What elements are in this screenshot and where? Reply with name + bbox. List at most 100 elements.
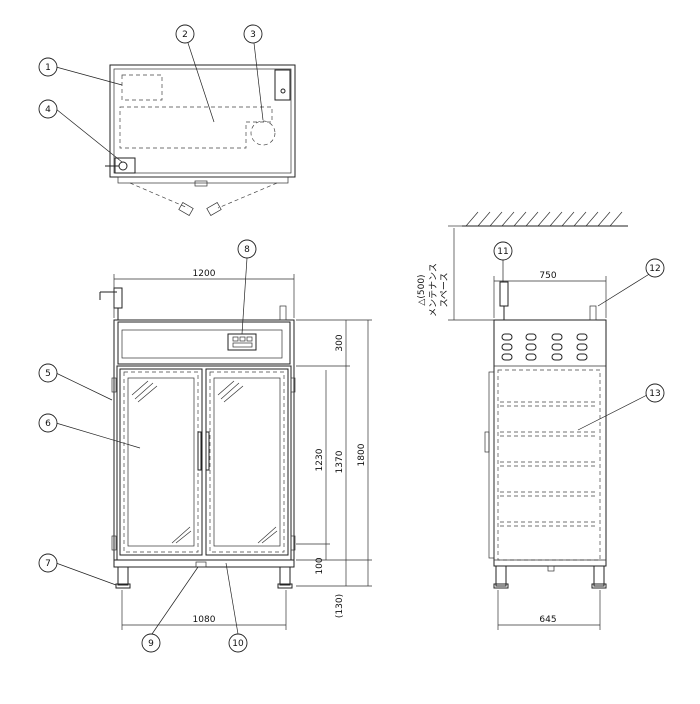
- callout-label: 9: [148, 639, 154, 649]
- dim-height-total: 1800: [357, 443, 367, 466]
- callout-circle-5: 5: [38, 363, 58, 383]
- top-view-base: [117, 176, 289, 184]
- callout-label: 11: [497, 247, 508, 257]
- callout-label: 6: [45, 419, 51, 429]
- callout-label: 5: [45, 369, 51, 379]
- side-shelves: [500, 401, 598, 527]
- top-view-inner: [113, 68, 292, 174]
- side-leg-left: [495, 565, 507, 587]
- callout-circle-8: 8: [237, 239, 257, 259]
- front-bottom: [113, 559, 295, 568]
- callout-label: 13: [649, 389, 660, 399]
- controller-display: [232, 342, 253, 348]
- callout-circle-10: 10: [228, 633, 248, 653]
- top-view: [105, 64, 296, 216]
- controller: [227, 333, 257, 351]
- front-top-panel: [117, 321, 291, 365]
- front-body: [113, 319, 295, 561]
- callout-label: 3: [250, 30, 256, 40]
- door-swing-right: [217, 182, 278, 209]
- reflect-4: [217, 380, 235, 396]
- dim-front-width: 1200: [193, 269, 216, 279]
- reflect-1: [131, 380, 149, 396]
- dim-height-leg: (130): [335, 594, 345, 618]
- callout-circle-9: 9: [141, 633, 161, 653]
- reflect-7: [171, 526, 191, 544]
- controller-btn-1: [232, 336, 239, 342]
- callout-circle-11: 11: [493, 241, 513, 261]
- dim-height-top: 300: [335, 334, 345, 351]
- top-view-hinge-center: [194, 180, 208, 187]
- front-door-frame: [116, 365, 292, 561]
- leg-left: [117, 566, 129, 586]
- side-foot-left: [493, 583, 509, 589]
- callout-circle-4: 4: [38, 99, 58, 119]
- callout-label: 1: [45, 63, 51, 73]
- hinge-tr: [290, 377, 296, 393]
- hinge-br: [290, 535, 296, 551]
- front-vent-pipe: [279, 305, 287, 321]
- dim-side-inner-depth: 645: [539, 615, 556, 625]
- glass-right: [213, 377, 281, 547]
- hinge-bl: [111, 535, 117, 551]
- wall-hatch: [465, 211, 623, 227]
- handle-left: [197, 431, 202, 471]
- callout-circle-13: 13: [645, 383, 665, 403]
- side-drain: [547, 565, 555, 572]
- top-view-box: [274, 69, 291, 101]
- reflect-3: [137, 385, 158, 403]
- front-view: 1200 1080 1800 300 1370 1230 100 (130): [99, 269, 372, 630]
- side-view: △(500) メンテナンス スペース: [417, 211, 628, 630]
- reflect-2: [134, 382, 154, 400]
- reflect-9: [257, 526, 277, 544]
- door-swing-left: [129, 182, 189, 209]
- callout-leaders: [55, 42, 652, 635]
- side-foot-right: [591, 583, 607, 589]
- top-view-unit-2: [119, 106, 273, 149]
- side-handle: [484, 431, 490, 453]
- controller-btn-3: [246, 336, 253, 342]
- reflect-6: [223, 385, 244, 403]
- side-inner: [497, 369, 601, 561]
- reflect-5: [220, 382, 240, 400]
- drain: [195, 561, 207, 568]
- door-left: [119, 368, 203, 556]
- reflect-10: [261, 530, 278, 544]
- dim-front-inner-width: 1080: [193, 615, 216, 625]
- front-top-inner: [121, 329, 283, 359]
- space-label: スペース: [440, 273, 450, 308]
- front-valve: [113, 287, 123, 309]
- callout-circle-3: 3: [243, 24, 263, 44]
- callout-label: 12: [649, 264, 660, 274]
- handle-right: [205, 431, 210, 471]
- dim-maintenance-space: △(500): [417, 274, 427, 305]
- callout-circle-1: 1: [38, 57, 58, 77]
- side-leg-right: [593, 565, 605, 587]
- glass-left: [127, 377, 195, 547]
- top-view-unit-3: [250, 120, 276, 146]
- callout-circle-6: 6: [38, 413, 58, 433]
- callout-label: 7: [45, 559, 51, 569]
- foot-right: [277, 583, 293, 589]
- reflect-8: [175, 530, 192, 544]
- callout-circle-7: 7: [38, 553, 58, 573]
- door-end-left: [178, 202, 194, 216]
- side-door: [488, 371, 495, 559]
- callout-label: 4: [45, 105, 51, 115]
- leg-right: [279, 566, 291, 586]
- side-body: [493, 319, 607, 567]
- dim-side-depth: 750: [539, 271, 556, 281]
- top-view-body: [109, 64, 296, 178]
- side-valve: [499, 281, 509, 307]
- side-vent-pipe: [589, 305, 597, 321]
- callout-label: 8: [244, 245, 250, 255]
- maintenance-label: メンテナンス: [428, 263, 439, 317]
- dim-height-bottom: 100: [315, 557, 325, 574]
- top-view-unit-1: [121, 74, 163, 101]
- callout-circle-2: 2: [175, 24, 195, 44]
- glass-right-dash: [209, 371, 285, 553]
- dim-height-glass: 1230: [315, 448, 325, 471]
- top-view-plug: [118, 161, 128, 171]
